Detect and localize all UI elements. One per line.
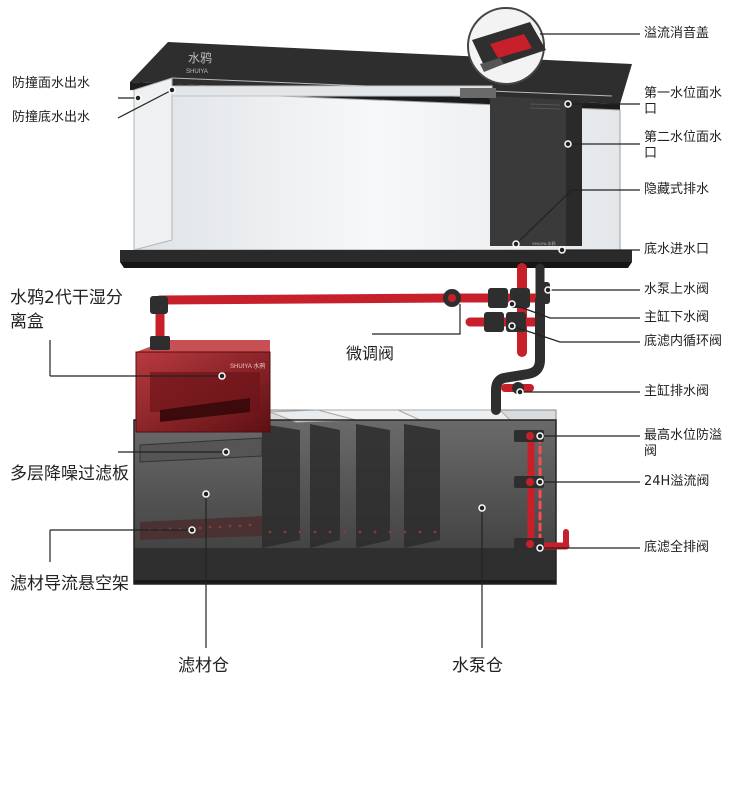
label-multi-layer-filter-board: 多层降噪过滤板 [10,462,129,486]
separator-box-logo: SHUIYA 水鸦 [230,362,265,370]
label-second-level-port: 第二水位面水口 [644,130,734,162]
label-anti-bottom-outlet: 防撞底水出水 [12,110,90,126]
label-overflow-24h-valve: 24H溢流阀 [644,474,709,490]
label-bottom-water-inlet: 底水进水口 [644,242,709,258]
label-main-tank-down-valve: 主缸下水阀 [644,310,709,326]
label-fine-tune-valve: 微调阀 [346,342,394,366]
overflow-column [490,96,566,246]
tank-base-rim [120,250,632,262]
separator-box: SHUIYA 水鸦 [136,340,270,432]
label-sump-full-drain-valve: 底滤全排阀 [644,540,709,556]
label-main-tank-drain-valve: 主缸排水阀 [644,384,709,400]
main-tank: SHUIYA 水鸦 水鸦 SHUIYA [120,42,632,268]
label-anti-surface-outlet: 防撞面水出水 [12,76,90,92]
label-media-chamber: 滤材仓 [178,654,229,678]
sump [134,410,556,584]
lid-logo-cn: 水鸦 [188,50,212,65]
label-highest-level-overflow-valve: 最高水位防溢阀 [644,428,724,460]
return-pipe [172,86,492,96]
tank-small-print: SHUIYA 水鸦 [532,240,556,246]
label-pump-chamber: 水泵仓 [452,654,503,678]
silencer-cover-inset [468,8,546,84]
label-pump-up-valve: 水泵上水阀 [644,282,709,298]
lid-logo-en: SHUIYA [186,69,208,75]
label-media-guide-rack: 滤材导流悬空架 [10,572,129,596]
label-overflow-silencer-cover: 溢流消音盖 [644,26,709,42]
label-first-level-port: 第一水位面水口 [644,86,734,118]
label-hidden-drain: 隐藏式排水 [644,182,709,198]
label-wet-dry-separator: 水鸦2代干湿分离盒 [10,286,125,334]
label-sump-circulation-valve: 底滤内循环阀 [644,334,722,350]
